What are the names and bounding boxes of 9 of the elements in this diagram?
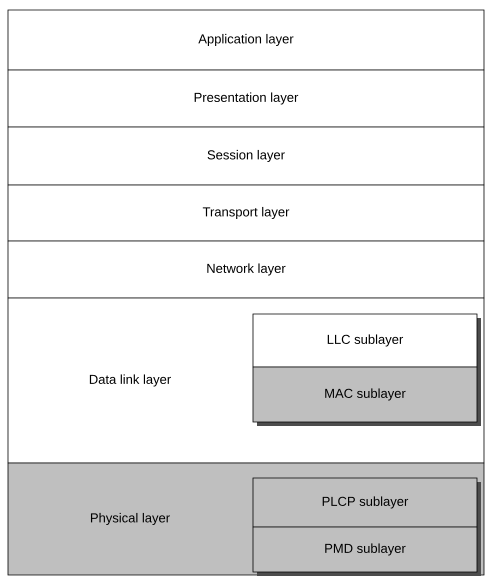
- layer-box: Presentation layer: [8, 70, 484, 128]
- sublayer-box: PMD sublayer: [252, 526, 481, 576]
- layer-box: Network layer: [8, 240, 484, 298]
- layer-box: Session layer: [8, 126, 484, 186]
- layer-box: Application layer: [8, 10, 484, 70]
- layer-box: Transport layer: [8, 184, 484, 242]
- sublayer-box: LLC sublayer: [252, 314, 481, 371]
- sublayer-box: MAC sublayer: [252, 366, 481, 426]
- sublayer-box: PLCP sublayer: [252, 478, 481, 531]
